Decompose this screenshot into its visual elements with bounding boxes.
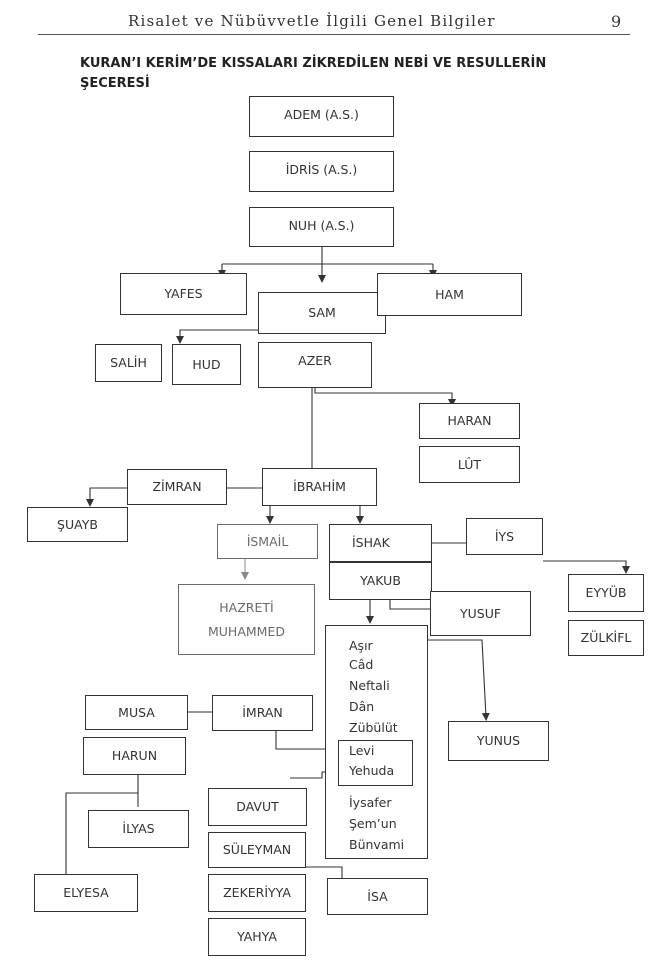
node-hud: HUD <box>172 344 241 385</box>
node-eyyub: EYYÜB <box>568 574 644 612</box>
node-elyesa: ELYESA <box>34 874 138 912</box>
node-lut: LÛT <box>419 446 520 483</box>
node-musa: MUSA <box>85 695 188 730</box>
son-name: Levi <box>349 743 375 758</box>
node-suleyman: SÜLEYMAN <box>208 832 306 868</box>
levi-yehuda-box <box>338 740 413 786</box>
son-name: Bünvami <box>349 837 405 852</box>
yakub-sons-box: Aşır Câd Neftali Dân Zübülüt Levi Yehuda… <box>325 625 428 859</box>
node-davut: DAVUT <box>208 788 307 826</box>
node-iys: İYS <box>466 518 543 555</box>
hazreti-label: HAZRETİ <box>219 599 274 615</box>
node-yakub: YAKUB <box>329 562 432 600</box>
son-name: Yehuda <box>349 763 395 778</box>
node-yahya: YAHYA <box>208 918 306 956</box>
node-ilyas: İLYAS <box>88 810 189 848</box>
son-name: Şem’un <box>349 816 397 831</box>
running-head: Risalet ve Nübüvvetle İlgili Genel Bilgi… <box>128 12 496 30</box>
node-azer: AZER <box>258 342 372 388</box>
node-salih: SALİH <box>95 344 162 382</box>
header-rule <box>38 34 630 35</box>
muhammed-label: MUHAMMED <box>208 623 285 639</box>
node-ibrahim: İBRAHİM <box>262 468 377 506</box>
node-suayb: ŞUAYB <box>27 507 128 542</box>
node-yunus: YUNUS <box>448 721 549 761</box>
son-name: İysafer <box>349 795 392 810</box>
son-name: Câd <box>349 657 374 672</box>
node-harun: HARUN <box>83 737 186 775</box>
node-idris: İDRİS (A.S.) <box>249 151 394 192</box>
page-number: 9 <box>611 12 622 31</box>
son-name: Dân <box>349 699 375 714</box>
son-name: Zübülüt <box>349 720 398 735</box>
node-hazreti-muhammed: HAZRETİ MUHAMMED <box>178 584 315 655</box>
node-sam: SAM <box>258 292 386 334</box>
node-zimran: ZİMRAN <box>127 469 227 505</box>
node-haran: HARAN <box>419 403 520 439</box>
node-isa: İSA <box>327 878 428 915</box>
node-nuh: NUH (A.S.) <box>249 207 394 247</box>
node-ismail: İSMAİL <box>217 524 318 559</box>
node-ishak: İSHAK <box>329 524 432 562</box>
node-yusuf: YUSUF <box>430 591 531 636</box>
node-adem: ADEM (A.S.) <box>249 96 394 137</box>
node-zekeriyya: ZEKERİYYA <box>208 874 306 912</box>
node-imran: İMRAN <box>212 695 313 731</box>
son-name: Neftali <box>349 678 390 693</box>
node-yafes: YAFES <box>120 273 247 315</box>
node-ham: HAM <box>377 273 522 316</box>
node-zulkifl: ZÜLKİFL <box>568 620 644 656</box>
diagram-title: KURAN’I KERİM’DE KISSALARI ZİKREDİLEN NE… <box>80 56 547 91</box>
son-name: Aşır <box>349 638 373 653</box>
